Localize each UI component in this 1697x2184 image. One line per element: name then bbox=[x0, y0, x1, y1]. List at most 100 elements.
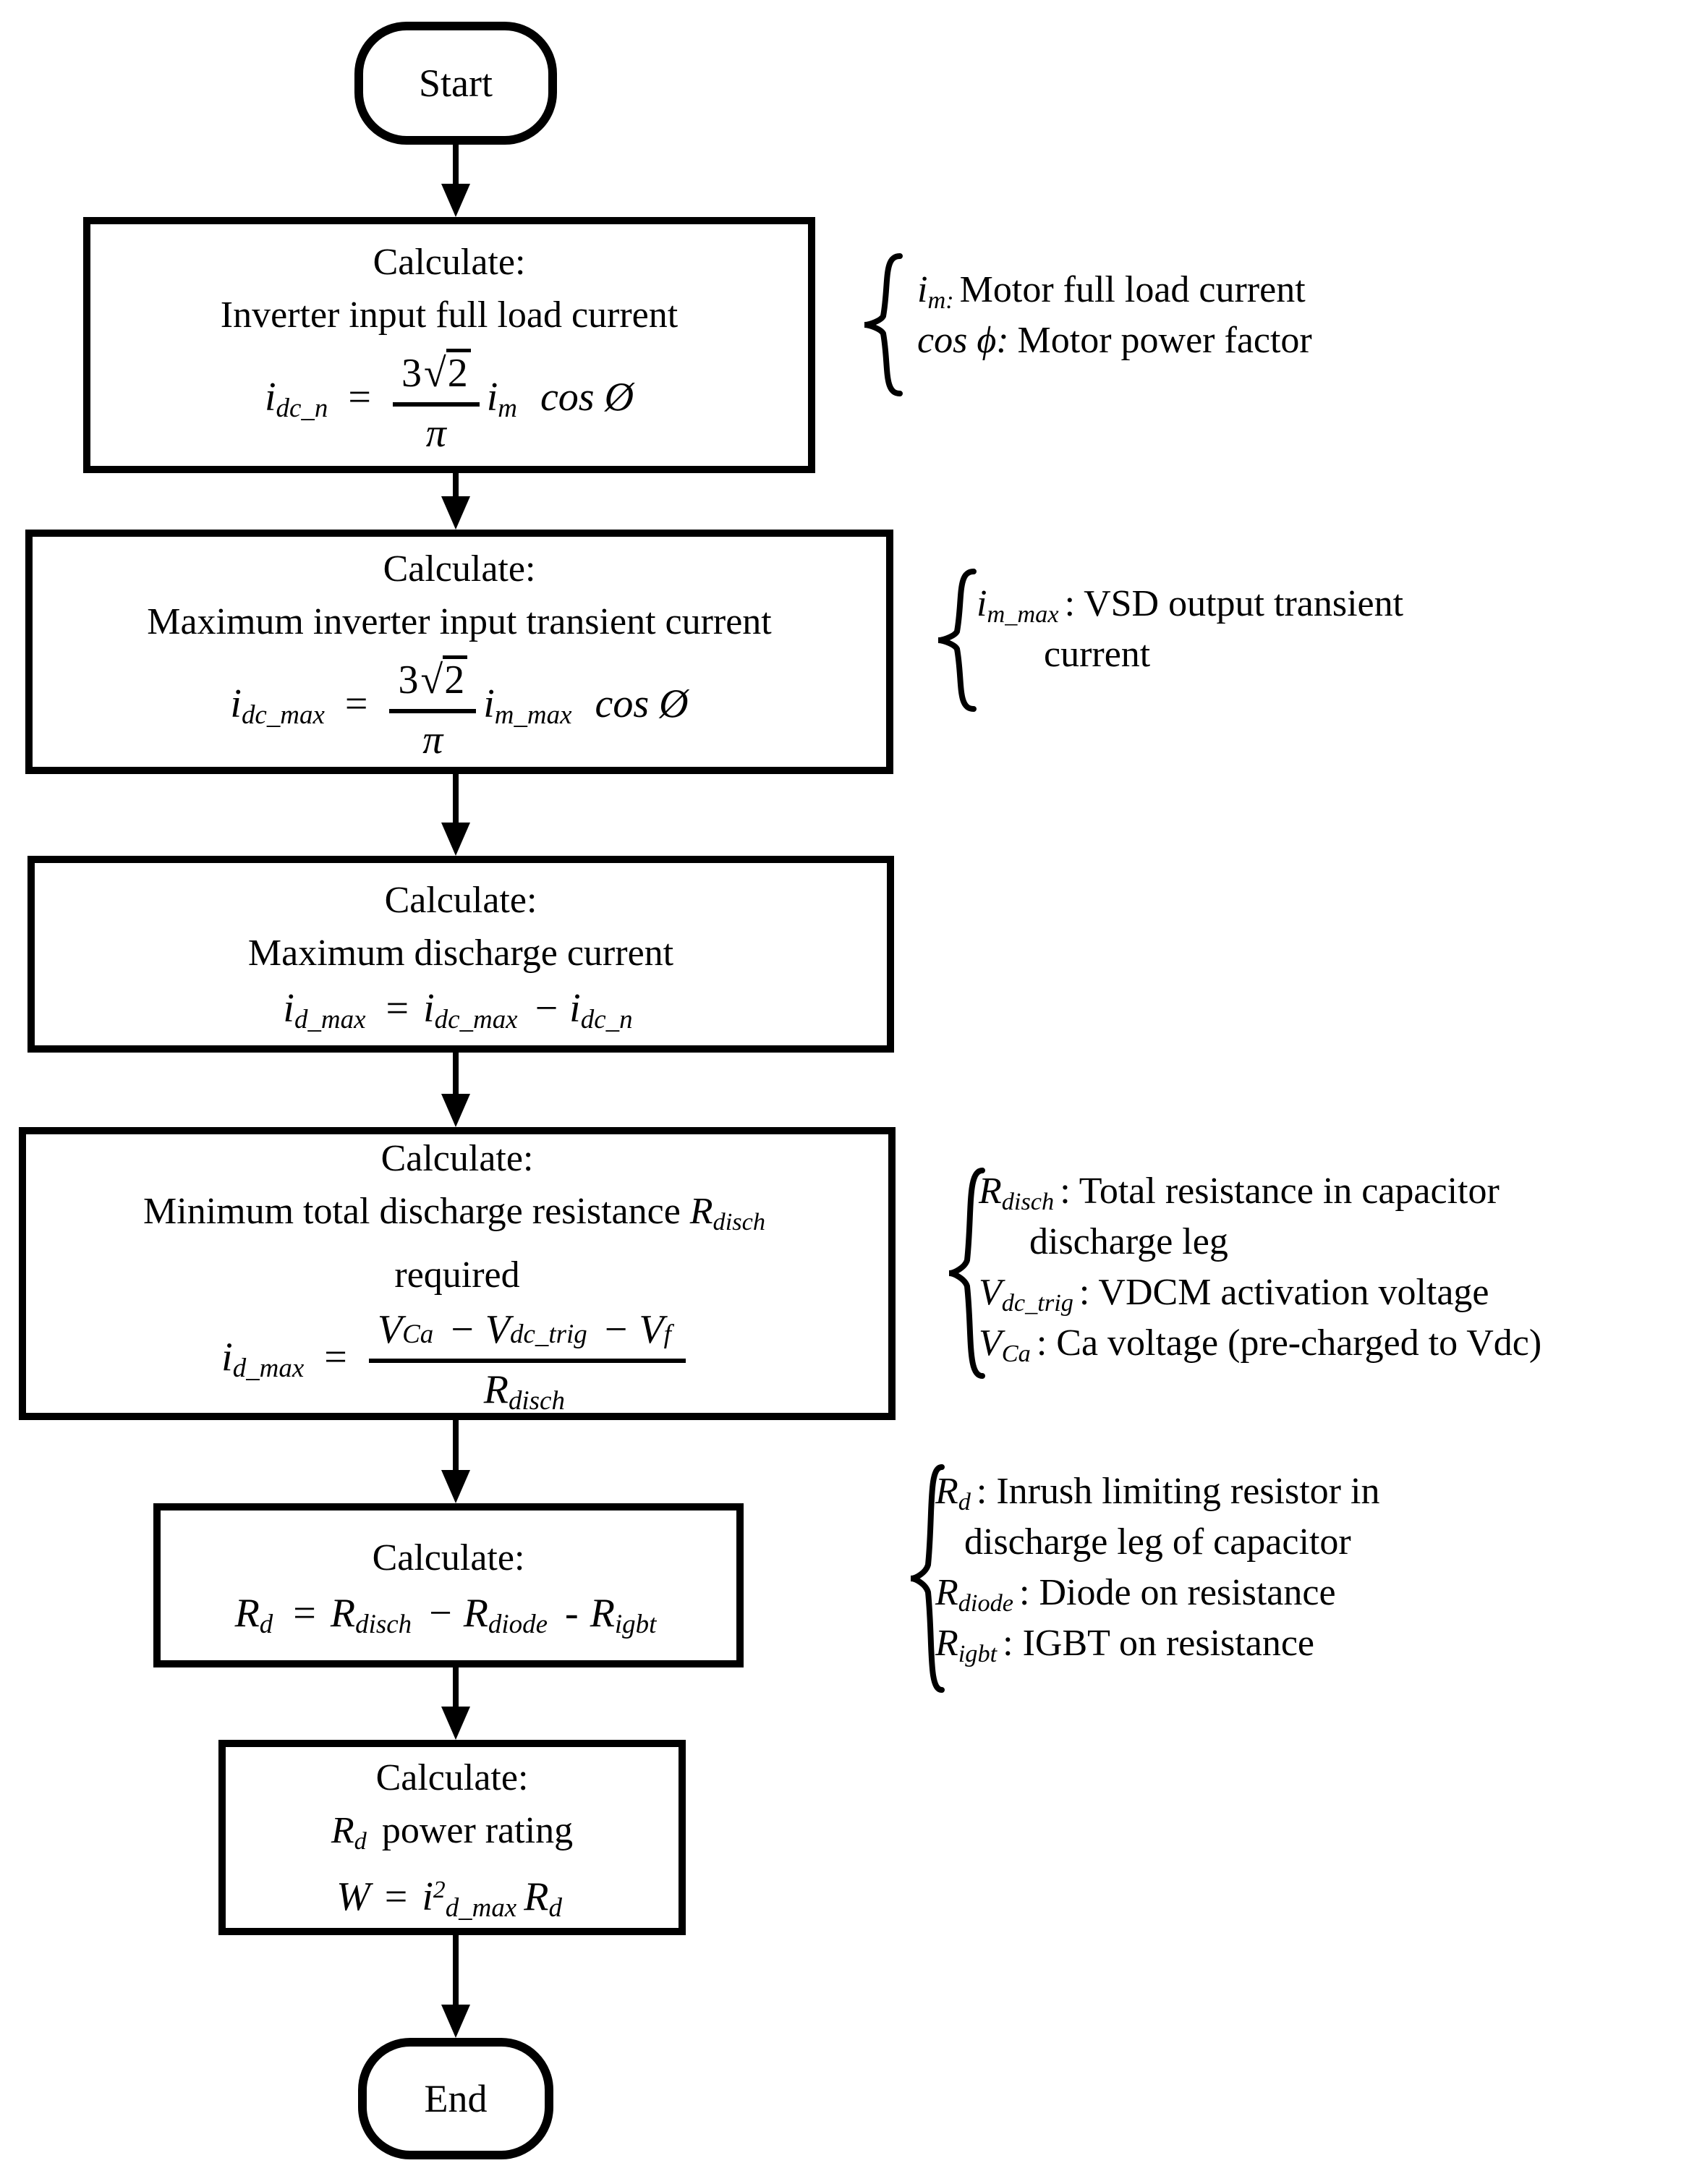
annotation-text: Motor power factor bbox=[1017, 320, 1312, 361]
annotation-text: discharge leg of capacitor bbox=[964, 1521, 1351, 1563]
flow-arrow bbox=[441, 1935, 470, 2038]
annotation-text: : Total resistance in capacitor bbox=[1060, 1170, 1500, 1212]
cos-label: cos bbox=[540, 374, 595, 420]
annotation-var: i bbox=[917, 269, 928, 310]
description-subscript: d bbox=[354, 1827, 367, 1855]
arrow-line bbox=[453, 1420, 459, 1470]
annotation-line: im_max: VSD output transient bbox=[977, 579, 1403, 629]
formula-var: R bbox=[524, 1874, 549, 1919]
annotation-text: Motor full load current bbox=[959, 269, 1306, 310]
arrow-head-icon bbox=[441, 1470, 470, 1503]
annotation-var: cos ϕ: bbox=[917, 320, 1009, 361]
flow-arrow bbox=[441, 1053, 470, 1127]
annotation-line: discharge leg of capacitor bbox=[935, 1517, 1379, 1568]
end-label: End bbox=[424, 2077, 488, 2120]
box-description: Maximum discharge current bbox=[247, 932, 674, 974]
formula-subscript: d bbox=[548, 1892, 562, 1923]
arrow-line bbox=[453, 1935, 459, 2005]
annotation-var: V bbox=[979, 1272, 1002, 1313]
description-subscript: disch bbox=[713, 1207, 765, 1236]
formula-subscript: f bbox=[663, 1318, 671, 1348]
annotation-subscript: d bbox=[958, 1487, 971, 1516]
formula-var: i bbox=[483, 681, 495, 726]
annotation-var: V bbox=[979, 1322, 1002, 1364]
coefficient: 3 bbox=[398, 657, 419, 702]
annotation-text: : Inrush limiting resistor in bbox=[976, 1471, 1380, 1512]
fraction-numerator: 3√2 bbox=[392, 347, 480, 407]
formula-subscript: dc_n bbox=[276, 393, 328, 423]
description-text: power rating bbox=[372, 1810, 574, 1852]
formula-var: W bbox=[336, 1874, 370, 1919]
radical-arg: 2 bbox=[446, 348, 471, 395]
formula-var: R bbox=[330, 1590, 356, 1636]
fraction-denominator: π bbox=[422, 717, 443, 762]
radical-icon: √ bbox=[423, 350, 446, 396]
process-calc-max-discharge-current: Calculate: Maximum discharge current id_… bbox=[27, 856, 894, 1053]
annotation-text: discharge leg bbox=[1029, 1221, 1228, 1262]
formula-subscript: igbt bbox=[614, 1608, 657, 1639]
annotation-line: current bbox=[977, 629, 1403, 680]
annotation-subscript: m: bbox=[927, 286, 954, 314]
formula-var: i bbox=[486, 374, 498, 420]
left-brace-icon bbox=[910, 1464, 945, 1693]
formula-var: i bbox=[264, 374, 276, 420]
minus-sign: − bbox=[429, 1590, 452, 1636]
formula-var: R bbox=[590, 1590, 615, 1636]
arrow-line bbox=[453, 774, 459, 823]
formula-subscript: dc_max bbox=[241, 700, 325, 730]
annotation-motor-params: im:Motor full load current cos ϕ:Motor p… bbox=[917, 265, 1312, 366]
equals-sign: = bbox=[384, 1874, 408, 1919]
box-description: Maximum inverter input transient current bbox=[147, 600, 772, 642]
minus-sign: - bbox=[565, 1590, 579, 1636]
annotation-text: : VDCM activation voltage bbox=[1079, 1272, 1489, 1313]
process-calc-rd: Calculate: Rd=Rdisch−Rdiode-Rigbt bbox=[153, 1503, 744, 1667]
box-heading: Calculate: bbox=[383, 548, 536, 590]
left-brace-icon bbox=[864, 253, 903, 396]
annotation-text: current bbox=[1044, 634, 1151, 675]
flow-arrow bbox=[441, 145, 470, 217]
box-description: required bbox=[394, 1254, 520, 1296]
equals-sign: = bbox=[293, 1590, 316, 1636]
formula-subscript: m bbox=[498, 393, 517, 423]
annotation-text: : Ca voltage (pre-charged to Vdc) bbox=[1036, 1322, 1542, 1364]
arrow-head-icon bbox=[441, 184, 470, 217]
arrow-head-icon bbox=[441, 1707, 470, 1740]
annotation-line: cos ϕ:Motor power factor bbox=[917, 315, 1312, 366]
fraction-numerator: 3√2 bbox=[389, 654, 477, 713]
radical-arg: 2 bbox=[443, 655, 468, 702]
phi-symbol: Ø bbox=[659, 681, 689, 726]
arrow-line bbox=[453, 145, 459, 184]
box-description: Minimum total discharge resistance Rdisc… bbox=[143, 1185, 771, 1249]
annotation-line: discharge leg bbox=[979, 1217, 1541, 1267]
formula-var: i bbox=[422, 1874, 433, 1919]
box-heading: Calculate: bbox=[372, 1537, 525, 1578]
equals-sign: = bbox=[324, 1335, 347, 1380]
box-heading: Calculate: bbox=[375, 1757, 529, 1799]
box-heading: Calculate: bbox=[380, 1138, 534, 1180]
description-var: R bbox=[331, 1810, 354, 1852]
annotation-line: im:Motor full load current bbox=[917, 265, 1312, 315]
annotation-text: : Diode on resistance bbox=[1019, 1572, 1336, 1613]
box-heading: Calculate: bbox=[384, 879, 537, 921]
arrow-line bbox=[453, 1667, 459, 1707]
equals-sign: = bbox=[386, 985, 409, 1031]
end-node: End bbox=[358, 2038, 553, 2159]
annotation-var: R bbox=[935, 1572, 958, 1613]
minus-sign: − bbox=[451, 1306, 474, 1352]
annotation-text: : VSD output transient bbox=[1064, 583, 1404, 624]
formula-var: R bbox=[483, 1367, 509, 1412]
fraction-denominator: Rdisch bbox=[484, 1363, 571, 1415]
flow-arrow bbox=[441, 774, 470, 856]
arrow-head-icon bbox=[441, 2005, 470, 2038]
equals-sign: = bbox=[348, 374, 371, 420]
arrow-line bbox=[453, 1053, 459, 1094]
box-description: Inverter input full load current bbox=[220, 294, 679, 336]
annotation-rdisch-group: Rdisch: Total resistance in capacitor di… bbox=[979, 1166, 1541, 1369]
formula-var: V bbox=[639, 1306, 664, 1352]
formula-var: i bbox=[221, 1335, 233, 1380]
